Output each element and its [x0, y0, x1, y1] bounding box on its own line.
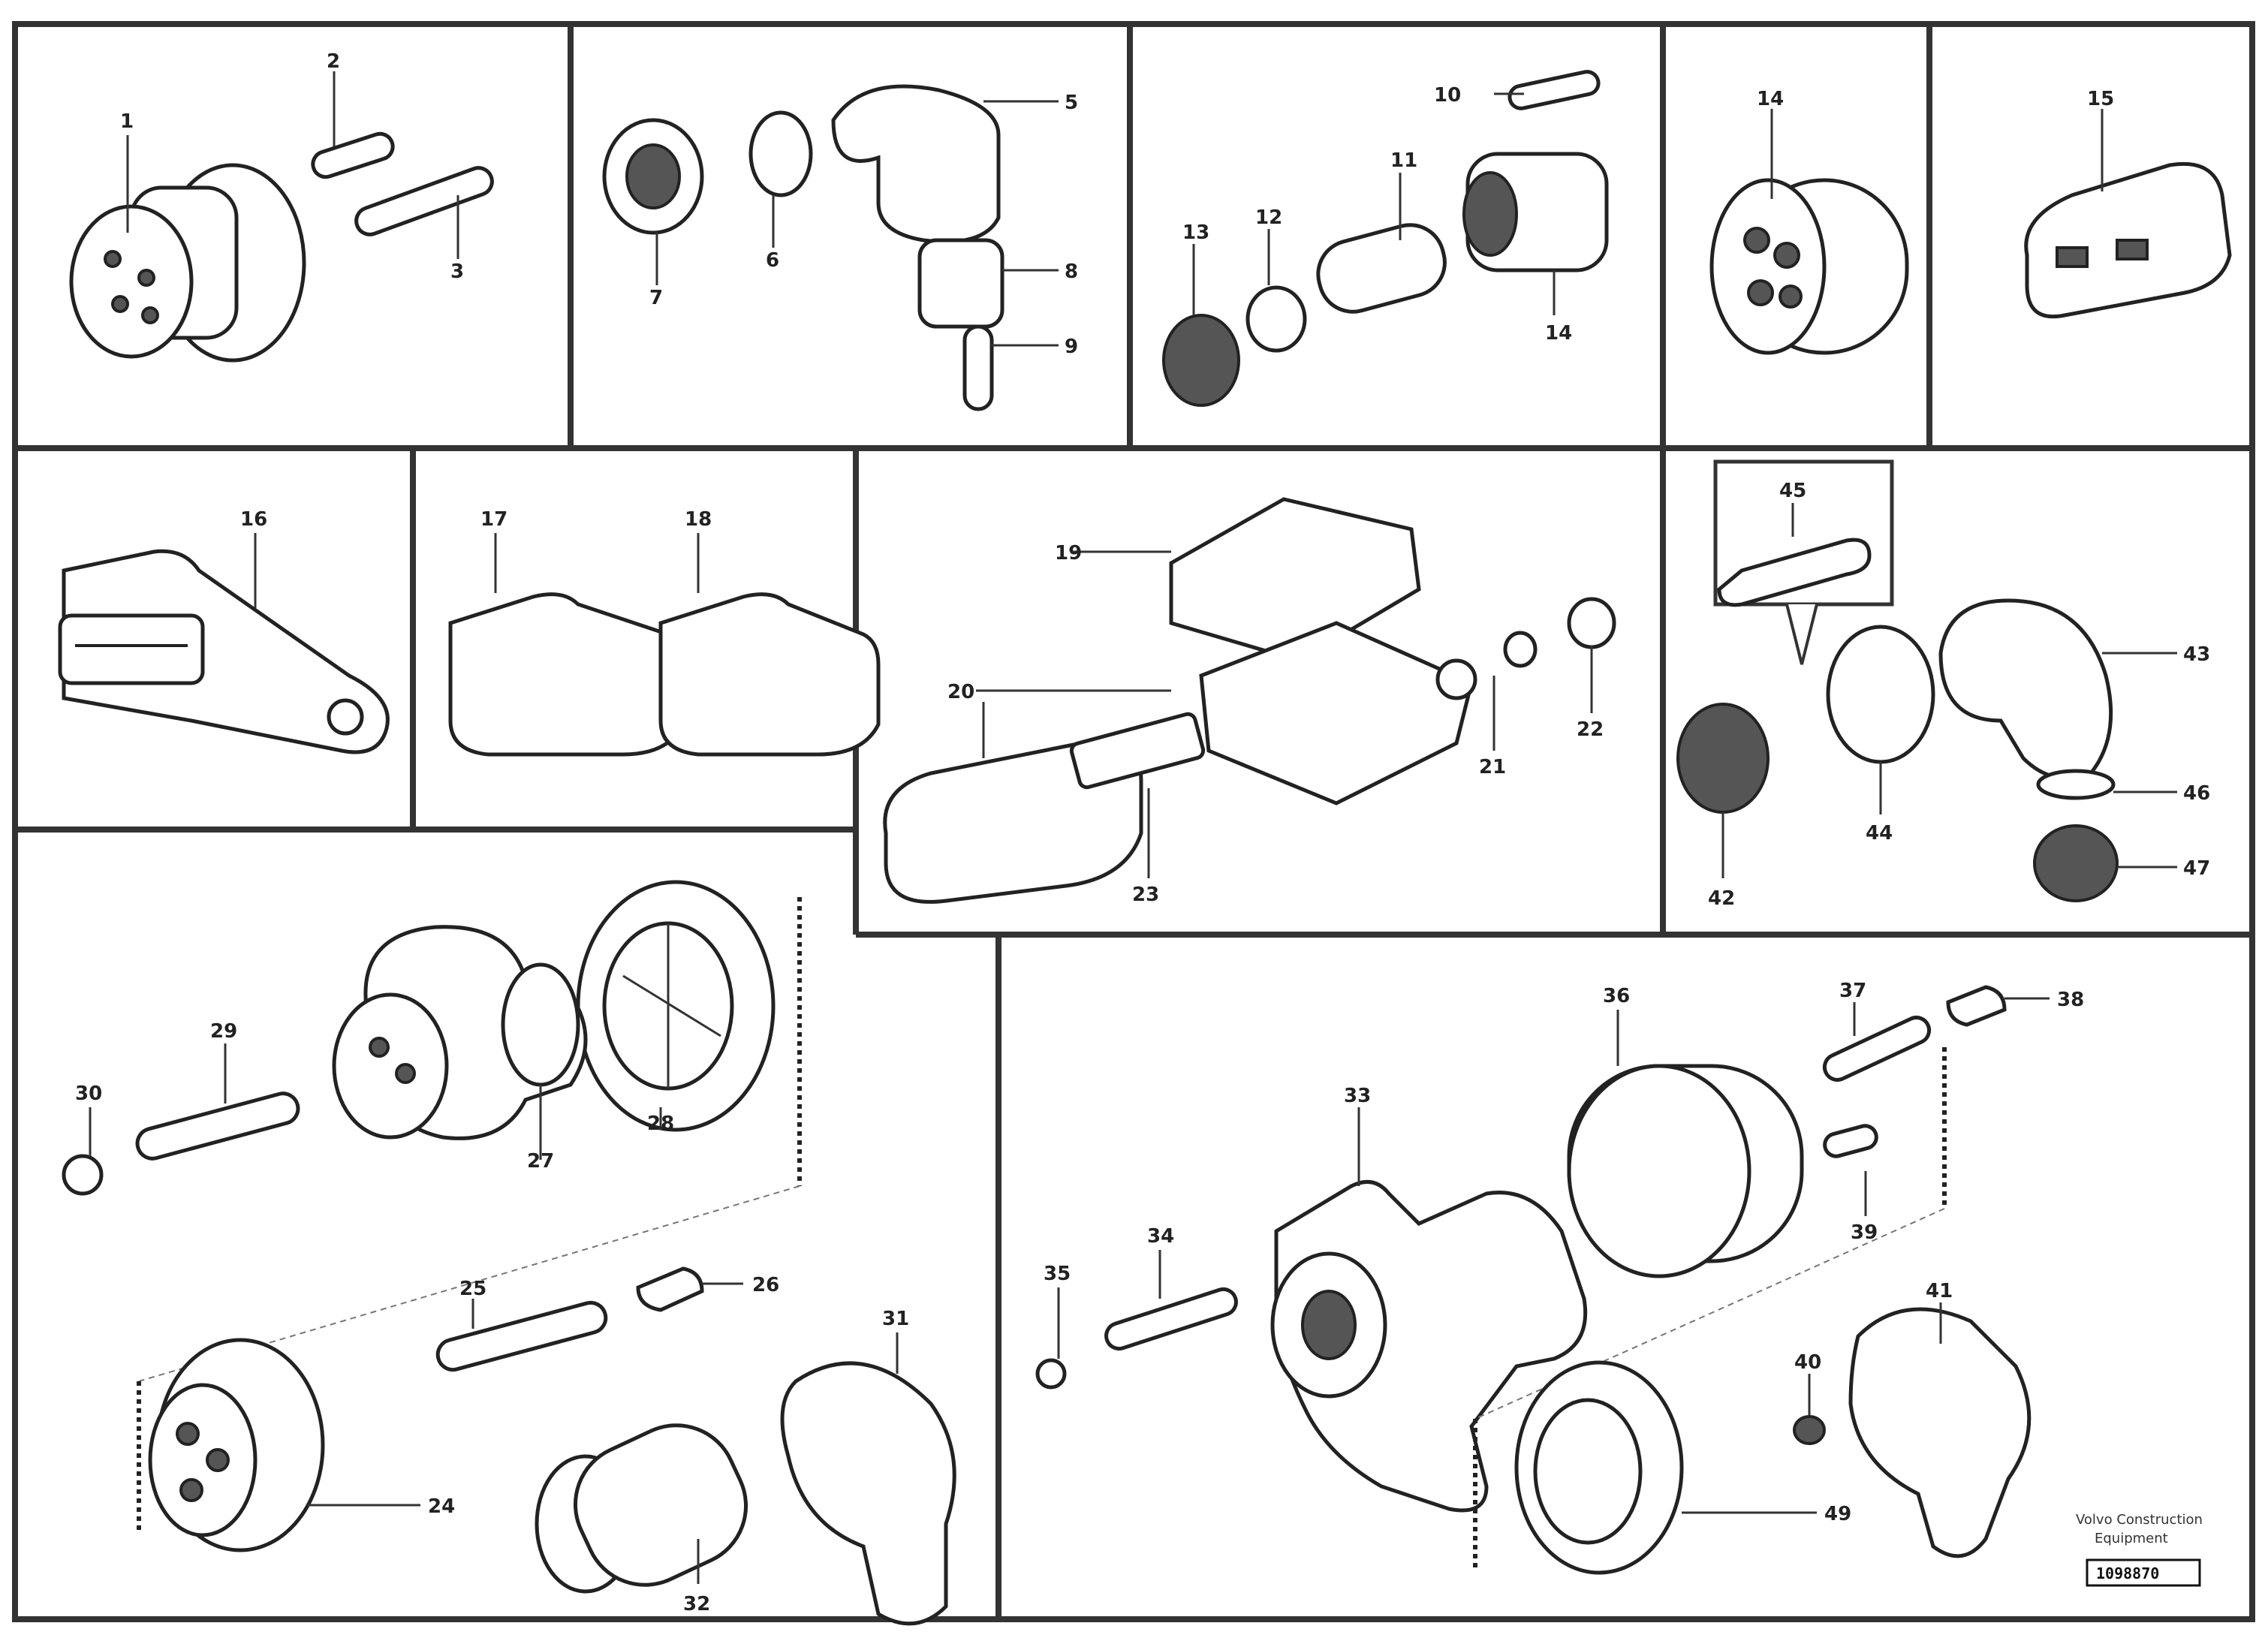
callout-25: 25: [459, 1278, 486, 1300]
callout-45: 45: [1779, 480, 1806, 502]
callout-10: 10: [1434, 84, 1461, 107]
callout-6: 6: [766, 249, 779, 272]
panel-connector-10: 29 30 27 28 25 26 24 32 31: [62, 880, 956, 1626]
callout-26: 26: [752, 1274, 779, 1296]
callout-19: 19: [1055, 542, 1082, 565]
callout-39: 39: [1851, 1221, 1878, 1244]
callout-12: 12: [1255, 206, 1282, 229]
panel-connector-3: 13 12 11 10 14: [1162, 70, 1609, 407]
callout-28: 28: [647, 1113, 674, 1135]
callout-38: 38: [2057, 989, 2084, 1011]
callout-32: 32: [683, 1593, 710, 1615]
footer-caption-line-2: Equipment: [2095, 1531, 2168, 1546]
callout-42: 42: [1708, 887, 1735, 910]
callout-14: 14: [1545, 322, 1572, 345]
panel-connector-11: 33 34 35 36 37 38 39 41 40 49: [1035, 980, 2084, 1575]
callout-2: 2: [327, 50, 340, 73]
callout-34: 34: [1147, 1225, 1174, 1248]
callout-22: 22: [1577, 718, 1604, 741]
callout-15: 15: [2087, 88, 2114, 110]
callout-17: 17: [480, 508, 508, 531]
callout-46: 46: [2183, 782, 2210, 805]
callout-47: 47: [2183, 857, 2210, 880]
callout-44: 44: [1866, 822, 1893, 845]
callout-37: 37: [1839, 980, 1866, 1002]
callout-11: 11: [1390, 149, 1417, 172]
callout-41: 41: [1926, 1280, 1953, 1302]
callout-23: 23: [1132, 884, 1159, 906]
callout-31: 31: [882, 1308, 909, 1330]
callout-5: 5: [1065, 92, 1078, 114]
callout-3: 3: [450, 260, 464, 283]
drawing-footer: Volvo Construction Equipment 1098870: [2076, 1512, 2203, 1587]
footer-caption-line-1: Volvo Construction: [2076, 1512, 2203, 1528]
callout-16: 16: [240, 508, 267, 531]
callout-24: 24: [428, 1495, 455, 1518]
panel-connector-2: 7 6 5 8 9: [602, 84, 1078, 411]
callout-33: 33: [1344, 1085, 1371, 1107]
panel-connector-6: 16: [58, 508, 390, 754]
callout-27: 27: [527, 1150, 554, 1173]
callout-43: 43: [2183, 643, 2210, 666]
callout-14-b: 14: [1757, 88, 1784, 110]
callout-9: 9: [1065, 336, 1078, 358]
callout-1: 1: [120, 110, 134, 133]
panel-connector-8: 19 20 23 21 22: [883, 497, 1616, 906]
callout-40: 40: [1794, 1351, 1821, 1374]
panel-connector-4: 14: [1709, 88, 1909, 355]
callout-7: 7: [649, 287, 663, 309]
panel-connector-5: 15: [2024, 88, 2232, 319]
panel-connector-9: 45 42 44 43 46 47: [1676, 459, 2210, 910]
panel-connector-1: 1 2 3: [69, 50, 494, 363]
panel-grid: [12, 21, 2255, 1622]
drawing-number: 1098870: [2096, 1564, 2159, 1582]
callout-30: 30: [75, 1082, 102, 1105]
callout-18: 18: [685, 508, 712, 531]
callout-29: 29: [210, 1020, 237, 1043]
callout-36: 36: [1603, 985, 1630, 1007]
callout-13: 13: [1182, 221, 1209, 244]
panel-connector-7: 17 18: [448, 508, 881, 757]
callout-49: 49: [1824, 1503, 1851, 1525]
callout-21: 21: [1479, 756, 1506, 778]
callout-8: 8: [1065, 260, 1078, 283]
callout-35: 35: [1044, 1263, 1071, 1285]
callout-20: 20: [947, 681, 974, 703]
